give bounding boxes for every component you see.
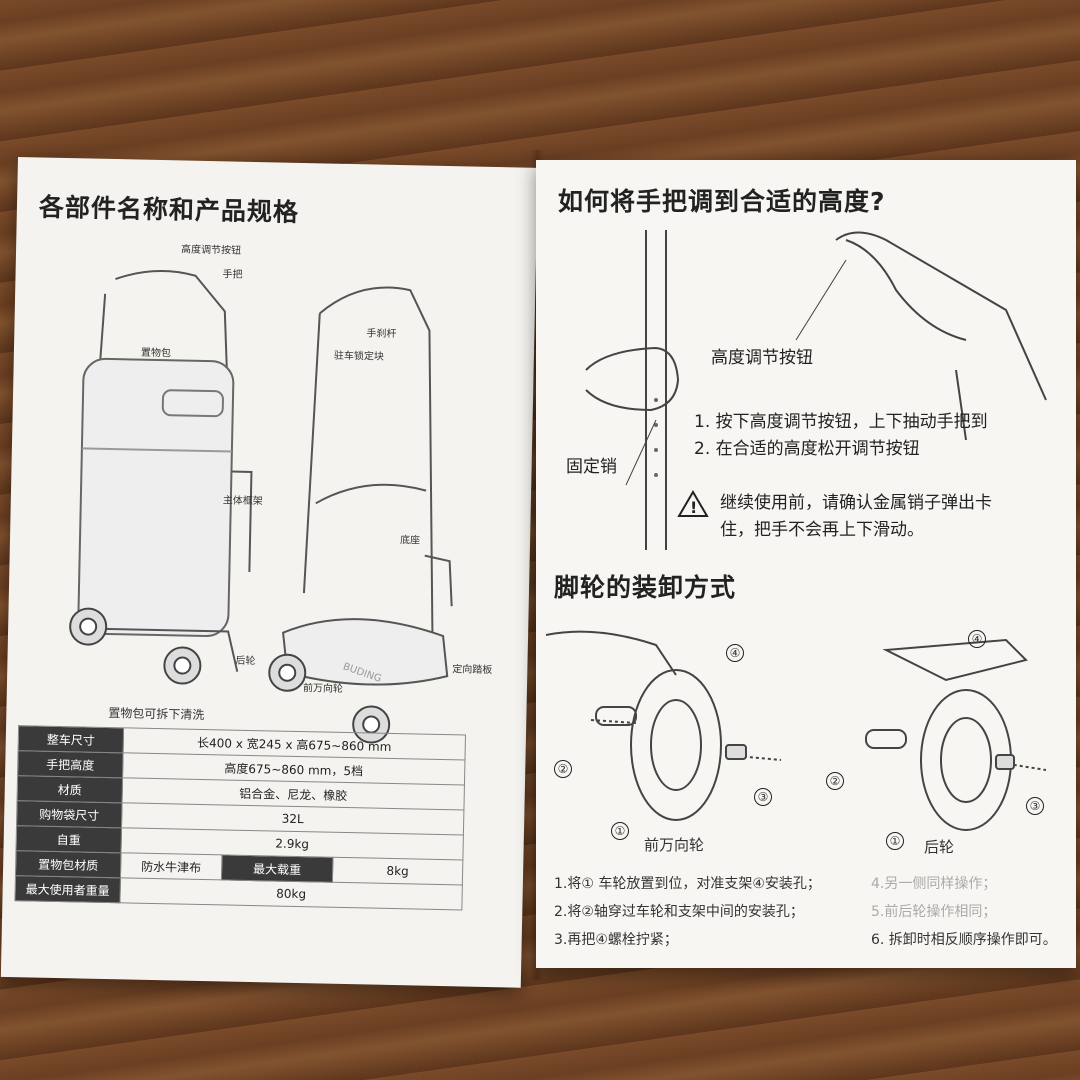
warning-line-1: 继续使用前，请确认金属销子弹出卡 — [720, 493, 992, 513]
instruction-1: 1.将① 车轮放置到位，对准支架④安装孔； — [554, 876, 821, 892]
rear-wheel-label: 后轮 — [924, 838, 955, 856]
left-page: 各部件名称和产品规格 高度调节按钮 手把 置物包 主体框架 后轮 — [0, 157, 538, 988]
label-rear-wheel: 后轮 — [235, 655, 256, 668]
bag-note: 置物包可拆下清洗 — [108, 706, 205, 723]
right-title-height: 如何将手把调到合适的高度? — [558, 187, 886, 216]
right-title-wheels: 脚轮的装卸方式 — [554, 573, 737, 602]
front-wheel-label: 前万向轮 — [644, 836, 705, 854]
spec-label: 材质 — [17, 775, 123, 803]
callout-4: ④ — [726, 644, 744, 662]
callout-2: ② — [826, 772, 844, 790]
label-parking-lock: 驻车锁定块 — [333, 350, 385, 363]
step-1: 1. 按下高度调节按钮，上下抽动手把到 — [694, 412, 988, 432]
svg-text:!: ! — [690, 498, 697, 517]
callout-1: ① — [886, 832, 904, 850]
handle-pole-illustration — [585, 230, 1047, 550]
instruction-5: 5.前后轮操作相同； — [871, 904, 997, 920]
spec-label: 手把高度 — [17, 750, 124, 778]
spec-label: 最大载重 — [221, 854, 333, 883]
callout-3: ③ — [1026, 797, 1044, 815]
spec-value: 防水牛津布 — [120, 852, 222, 880]
warning-icon: ! — [677, 490, 709, 517]
callout-4: ④ — [968, 630, 986, 648]
height-button-label: 高度调节按钮 — [711, 348, 813, 368]
spec-label: 整车尺寸 — [18, 725, 124, 753]
cart-with-bag-illustration — [69, 270, 253, 685]
front-wheel-illustration — [545, 630, 782, 821]
label-hand-brake: 手刹杆 — [366, 328, 397, 340]
label-pedal: 定向踏板 — [452, 664, 493, 677]
spec-label: 购物袋尺寸 — [16, 800, 122, 828]
right-page: 如何将手把调到合适的高度? 高度调节按钮 固定销 1. 按下高度调节按钮，上下抽… — [536, 160, 1076, 968]
spec-value: 8kg — [332, 857, 463, 885]
callout-1: ① — [611, 822, 629, 840]
callout-2: ② — [554, 760, 572, 778]
instruction-6: 6. 拆卸时相反顺序操作即可。 — [871, 932, 1057, 948]
label-handle: 手把 — [222, 269, 243, 281]
spec-table: 整车尺寸 长400 x 宽245 x 高675~860 mm 手把高度 高度67… — [14, 725, 466, 910]
pin-label: 固定销 — [566, 457, 617, 477]
label-bag: 置物包 — [140, 347, 172, 360]
instruction-3: 3.再把④螺栓拧紧； — [554, 932, 678, 948]
spec-label: 置物包材质 — [15, 850, 121, 878]
callout-3: ③ — [754, 788, 772, 806]
instruction-4: 4.另一侧同样操作； — [871, 876, 997, 892]
label-base: 底座 — [399, 535, 421, 547]
label-front-wheel: 前万向轮 — [302, 683, 344, 695]
instruction-2: 2.将②轴穿过车轮和支架中间的安装孔； — [554, 904, 804, 920]
label-main-frame: 主体框架 — [222, 495, 263, 508]
cart-frame-illustration: BUDING — [268, 286, 453, 744]
step-2: 2. 在合适的高度松开调节按钮 — [694, 439, 920, 459]
label-height-button: 高度调节按钮 — [180, 244, 242, 257]
warning-line-2: 住，把手不会再上下滑动。 — [720, 520, 924, 540]
spec-label: 最大使用者重量 — [14, 875, 121, 903]
rear-wheel-illustration — [865, 638, 1047, 831]
left-title: 各部件名称和产品规格 — [38, 192, 300, 227]
spec-label: 自重 — [15, 825, 122, 853]
